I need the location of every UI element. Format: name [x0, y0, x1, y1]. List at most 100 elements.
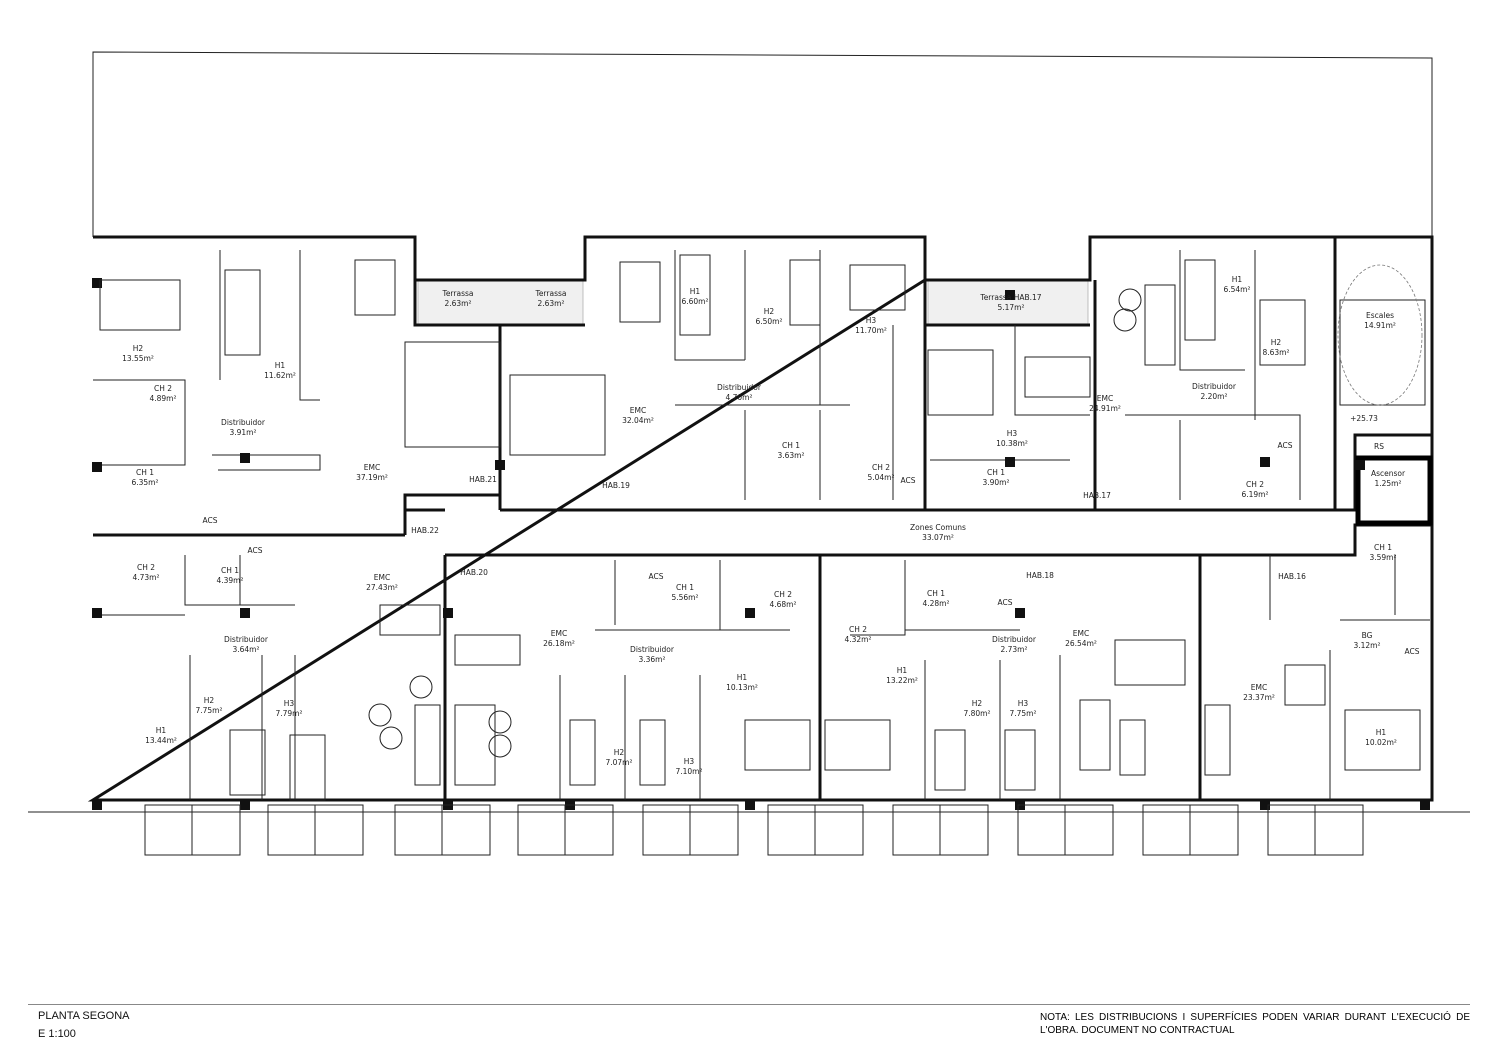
room-area: 10.13m²	[726, 683, 758, 692]
room-name-ch-1: CH 1	[782, 441, 800, 450]
footer-rule	[28, 1004, 1470, 1005]
room-name-distribuidor: Distribuidor	[1192, 382, 1237, 391]
room-area: 4.28m²	[922, 599, 949, 608]
balconies	[144, 804, 1364, 856]
tag-label: ACS	[1405, 647, 1420, 656]
room-name-distribuidor: Distribuidor	[717, 383, 762, 392]
room-area: 2.20m²	[1200, 392, 1227, 401]
room-area: 10.38m²	[996, 439, 1028, 448]
furniture-item	[1004, 729, 1036, 791]
plot-outline	[92, 51, 1433, 237]
room-name-emc: EMC	[1251, 683, 1267, 692]
room-name-ch-1: CH 1	[987, 468, 1005, 477]
column	[240, 800, 250, 810]
room-area: 3.91m²	[229, 428, 256, 437]
room-name-emc: EMC	[630, 406, 646, 415]
room-area: 7.79m²	[275, 709, 302, 718]
column	[1355, 460, 1365, 470]
room-name-distribuidor: Distribuidor	[992, 635, 1037, 644]
room-area: 33.07m²	[922, 533, 954, 542]
room-name-ch-1: CH 1	[1374, 543, 1392, 552]
column	[1005, 457, 1015, 467]
column	[240, 608, 250, 618]
furniture-item	[1119, 719, 1146, 776]
room-name-emc: EMC	[1097, 394, 1113, 403]
room-area: 13.22m²	[886, 676, 918, 685]
stool	[368, 703, 392, 727]
tag-label: ACS	[203, 516, 218, 525]
room-area: 7.75m²	[1009, 709, 1036, 718]
room-area: 4.32m²	[844, 635, 871, 644]
room-area: 7.07m²	[605, 758, 632, 767]
disclaimer-note: NOTA: LES DISTRIBUCIONS I SUPERFÍCIES PO…	[1040, 1012, 1470, 1036]
room-name-h2: H2	[204, 696, 215, 705]
tag-label: ACS	[901, 476, 916, 485]
furniture-item	[927, 349, 994, 416]
stool	[488, 734, 512, 758]
corridor-wall-top	[403, 433, 1432, 512]
room-name-ch-2: CH 2	[872, 463, 890, 472]
room-name-h3: H3	[866, 316, 877, 325]
terrace-hab17	[927, 279, 1089, 325]
room-area: 4.39m²	[216, 576, 243, 585]
room-area: 4.89m²	[149, 394, 176, 403]
column	[1260, 457, 1270, 467]
furniture-item	[354, 259, 396, 316]
furniture-item	[224, 269, 261, 356]
furniture-item	[789, 259, 821, 326]
room-name-ch-2: CH 2	[774, 590, 792, 599]
elevator-shaft	[1355, 455, 1433, 526]
furniture-item	[1184, 259, 1216, 341]
room-name-h3: H3	[1018, 699, 1029, 708]
tag-label: +25.73	[1350, 414, 1378, 423]
column	[240, 453, 250, 463]
furniture-item	[509, 374, 606, 456]
column	[92, 608, 102, 618]
furniture-item	[744, 719, 811, 771]
room-area: 27.43m²	[366, 583, 398, 592]
room-area: 4.68m²	[769, 600, 796, 609]
column	[745, 608, 755, 618]
room-name-ch-2: CH 2	[1246, 480, 1264, 489]
room-name-emc: EMC	[364, 463, 380, 472]
room-area: 6.19m²	[1241, 490, 1268, 499]
column	[1420, 800, 1430, 810]
furniture-item	[1204, 704, 1231, 776]
column	[495, 460, 505, 470]
room-area: 3.36m²	[638, 655, 665, 664]
room-name-ch-2: CH 2	[137, 563, 155, 572]
room-name-h1: H1	[897, 666, 908, 675]
tag-label: ACS	[649, 572, 664, 581]
column	[92, 462, 102, 472]
room-name-terrassa: Terrassa	[535, 289, 567, 298]
stool	[379, 726, 403, 750]
column	[443, 608, 453, 618]
stool	[1118, 288, 1142, 312]
tag-label: HAB.21	[469, 475, 497, 484]
room-area: 14.91m²	[1364, 321, 1396, 330]
room-name-h2: H2	[614, 748, 625, 757]
room-area: 3.90m²	[982, 478, 1009, 487]
tag-label: ACS	[1278, 441, 1293, 450]
room-area: 13.55m²	[122, 354, 154, 363]
room-name-distribuidor: Distribuidor	[221, 418, 266, 427]
room-area: 26.54m²	[1065, 639, 1097, 648]
stool	[1113, 308, 1137, 332]
room-name-emc: EMC	[1073, 629, 1089, 638]
tag-label: HAB.19	[602, 481, 630, 490]
tag-label: HAB.22	[411, 526, 439, 535]
furniture-item	[1114, 639, 1186, 686]
room-area: 23.37m²	[1243, 693, 1275, 702]
room-name-ch-1: CH 1	[221, 566, 239, 575]
tag-label: HAB.18	[1026, 571, 1054, 580]
tag-label: ACS	[248, 546, 263, 555]
room-name-h1: H1	[1232, 275, 1243, 284]
room-area: 4.73m²	[132, 573, 159, 582]
room-name-ch-1: CH 1	[927, 589, 945, 598]
furniture-item	[1259, 299, 1306, 366]
room-name-terrassa-hab-17: Terrassa HAB.17	[979, 293, 1041, 302]
tag-label: HAB.17	[1083, 491, 1111, 500]
room-name-ch-2: CH 2	[849, 625, 867, 634]
